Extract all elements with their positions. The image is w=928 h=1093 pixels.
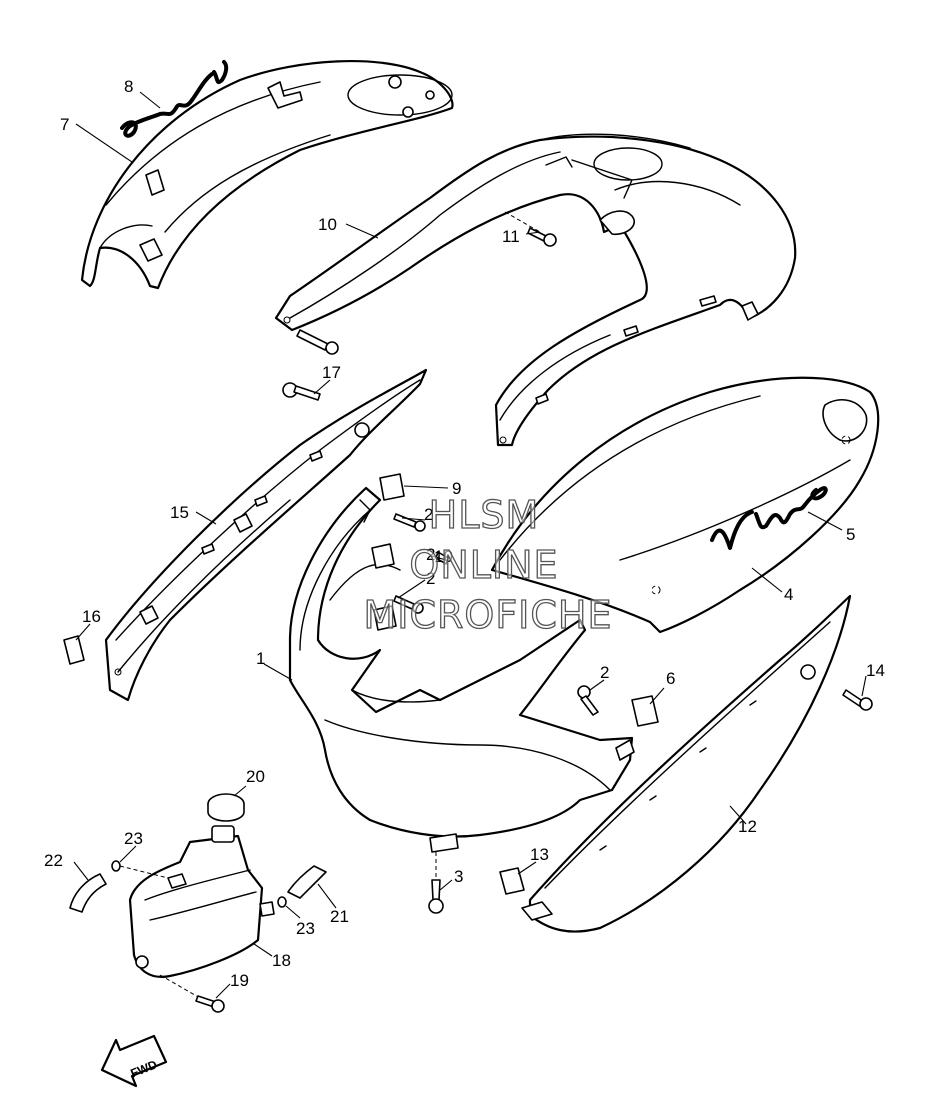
callout-18: 18 (272, 951, 291, 970)
callout-2: 2 (424, 505, 433, 524)
part-4-side-cover (490, 376, 880, 634)
callout-19: 19 (230, 971, 249, 990)
callout-12: 12 (738, 817, 757, 836)
part-22-hose (69, 873, 107, 913)
callout-labels: 1 2 2 2 2 3 4 5 6 7 8 9 10 10 11 12 13 1… (44, 77, 885, 990)
part-12-lower-panel (521, 594, 852, 933)
watermark-line-2: ONLINE (409, 543, 558, 587)
callout-6: 6 (666, 669, 675, 688)
callout-14: 14 (866, 661, 885, 680)
callout-21: 21 (330, 907, 349, 926)
callout-17: 17 (322, 363, 341, 382)
part-14-screw (842, 689, 873, 711)
part-2-screws-inside (393, 513, 449, 614)
part-21-hose (287, 865, 327, 899)
callout-2: 2 (600, 663, 609, 682)
callout-3: 3 (454, 867, 463, 886)
part-13-clip (499, 867, 525, 895)
callout-2: 2 (426, 569, 435, 588)
part-19-screw (159, 974, 225, 1013)
callout-9: 9 (452, 479, 461, 498)
part-20-cap (207, 793, 245, 822)
watermark-line-3: MICROFICHE (363, 593, 612, 637)
part-8-emblem (120, 60, 229, 138)
callout-2: 2 (426, 545, 435, 564)
part-9-clip (371, 473, 405, 631)
leader-lines (73, 91, 867, 999)
callout-7: 7 (60, 115, 69, 134)
callout-16: 16 (82, 607, 101, 626)
part-1-leg-shield (288, 486, 635, 853)
part-10-side-rail-upper (274, 133, 797, 447)
callout-5: 5 (846, 525, 855, 544)
part-3-bolt (428, 852, 444, 914)
callout-15: 15 (170, 503, 189, 522)
callout-8: 8 (124, 77, 133, 96)
part-16-clip (63, 635, 85, 665)
part-5-emblem (710, 486, 828, 550)
callout-23: 23 (124, 829, 143, 848)
callout-10: 10 (318, 215, 337, 234)
callout-20: 20 (246, 767, 265, 786)
fwd-direction-arrow: FWD (100, 1034, 168, 1088)
callout-1: 1 (256, 649, 265, 668)
callout-10: 10 (434, 547, 453, 566)
part-15-trim-strip (104, 368, 428, 702)
part-7-front-top-cover (80, 59, 454, 290)
callout-13: 13 (530, 845, 549, 864)
part-18-tank (128, 825, 275, 978)
callout-11: 11 (502, 227, 520, 246)
part-17-screw (282, 382, 321, 401)
callout-22: 22 (44, 851, 63, 870)
callout-23: 23 (296, 919, 315, 938)
part-10-screw (296, 329, 339, 355)
part-2-screw (577, 685, 599, 716)
part-11-screw (504, 211, 557, 247)
callout-4: 4 (784, 585, 793, 604)
watermark-line-1: HLSM (429, 493, 540, 537)
part-23-clamps (111, 860, 287, 908)
part-6-clip (631, 695, 659, 727)
watermark: HLSM ONLINE MICROFICHE (363, 492, 612, 637)
